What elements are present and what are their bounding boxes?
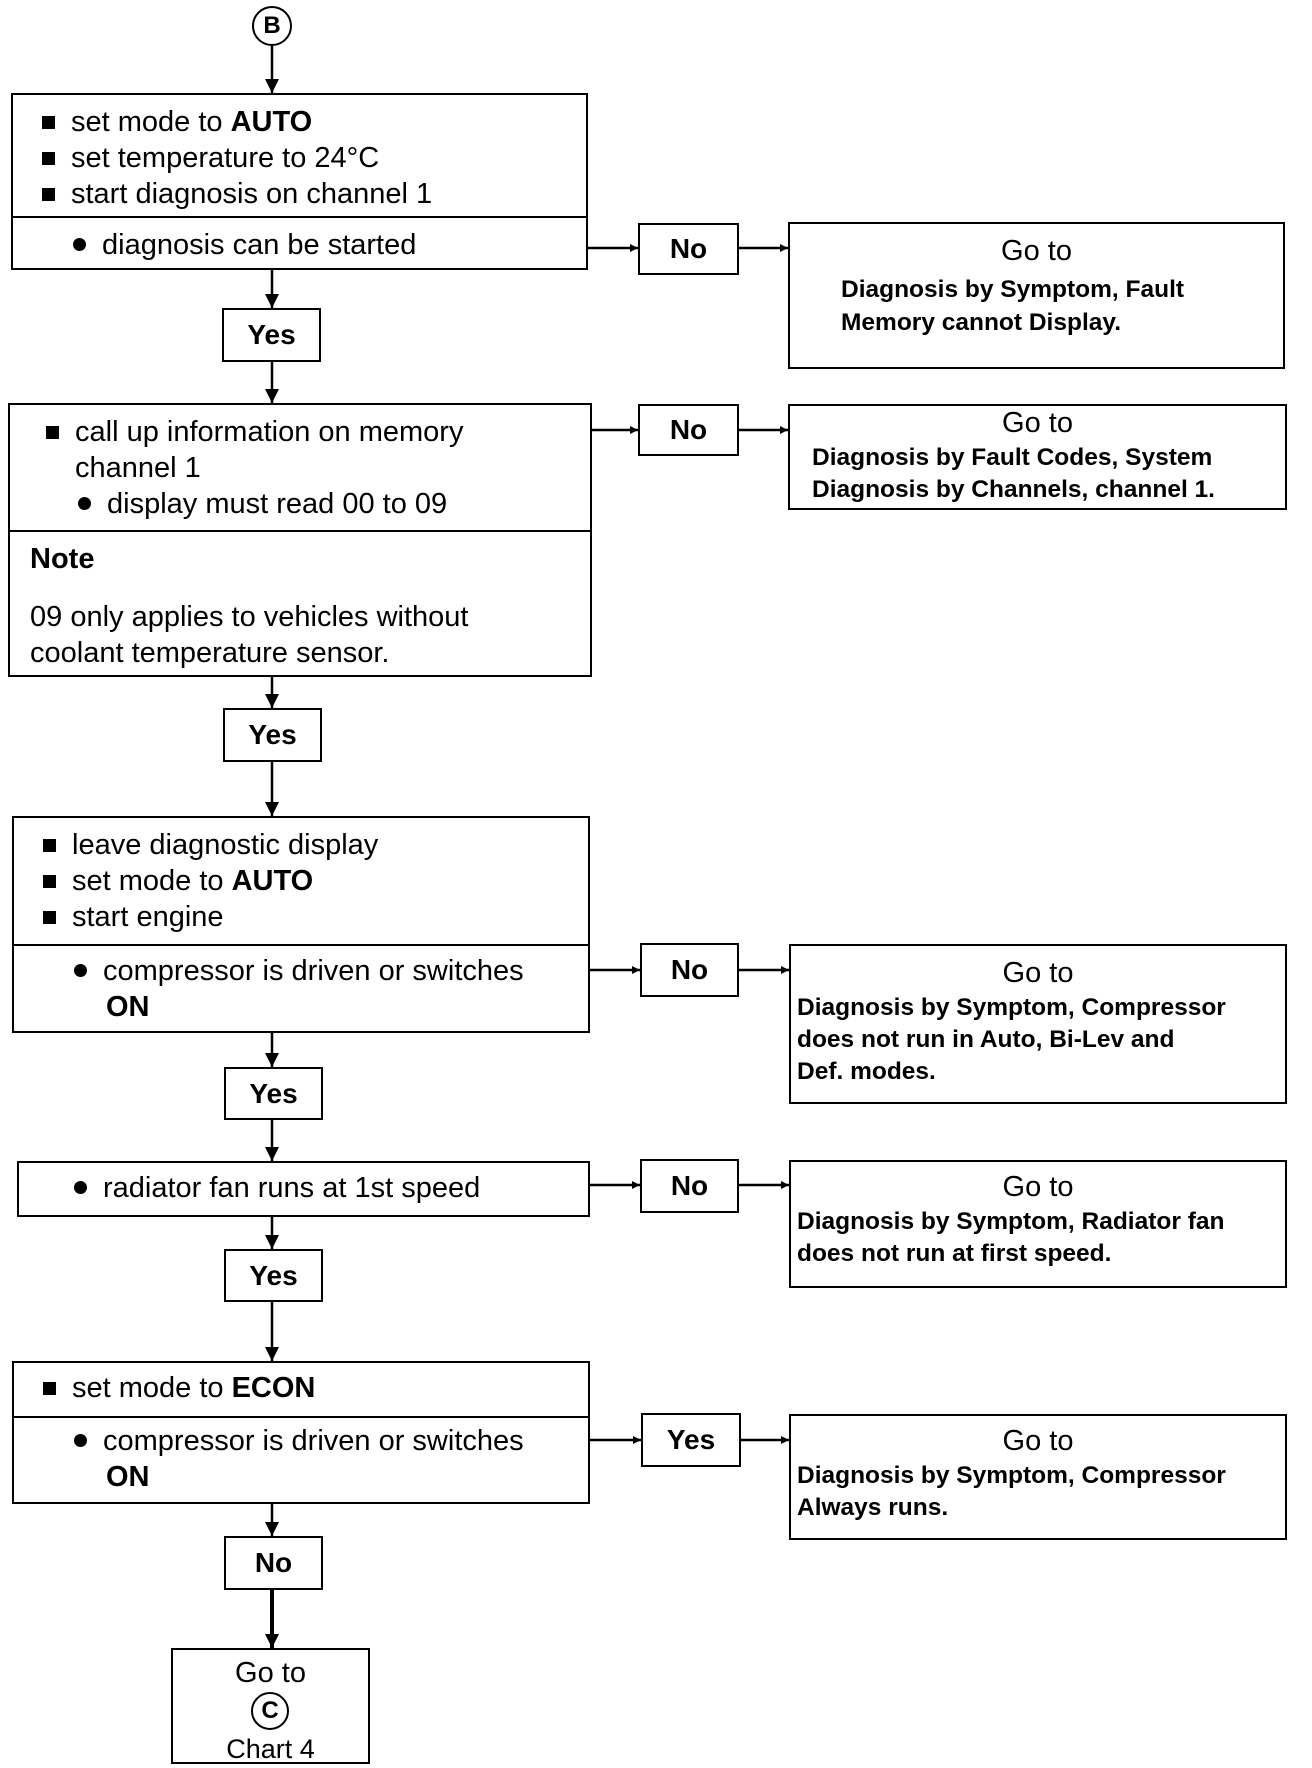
goto3-line1: Diagnosis by Symptom, Compressor <box>797 994 1226 1021</box>
yes-label-2: Yes <box>223 708 322 762</box>
box3-steps: leave diagnostic display set mode to AUT… <box>14 818 588 944</box>
box5-check-line1: compressor is driven or switches <box>74 1424 524 1458</box>
goto2-line2: Diagnosis by Channels, channel 1. <box>812 476 1215 503</box>
round-bullet-icon <box>73 238 86 251</box>
mode-value: AUTO <box>230 106 313 138</box>
mode-value: ECON <box>231 1372 316 1404</box>
square-bullet-icon <box>43 911 56 924</box>
goto-box-3: Go to Diagnosis by Symptom, Compressor d… <box>789 944 1287 1104</box>
box5-check-line2: ON <box>106 1461 150 1493</box>
square-bullet-icon <box>46 426 59 439</box>
square-bullet-icon <box>43 839 56 852</box>
goto5-line2: Always runs. <box>797 1494 949 1521</box>
yes-label-5: Yes <box>641 1413 741 1467</box>
goto-title: Go to <box>1002 407 1073 439</box>
square-bullet-icon <box>42 152 55 165</box>
no-label-2: No <box>638 404 739 456</box>
goto1-line1: Diagnosis by Symptom, Fault <box>841 276 1185 303</box>
round-bullet-icon <box>74 964 87 977</box>
goto2-line1: Diagnosis by Fault Codes, System <box>812 444 1213 471</box>
end-chart-ref: Chart 4 <box>226 1734 315 1764</box>
connector-b: B <box>252 6 292 46</box>
box2-steps: call up information on memory channel 1 … <box>10 405 590 530</box>
step-box-2: call up information on memory channel 1 … <box>8 403 592 677</box>
goto3-line2: does not run in Auto, Bi-Lev and <box>797 1026 1175 1053</box>
box3-step-mode: set mode to AUTO <box>43 864 313 898</box>
box1-step-temperature: set temperature to 24°C <box>42 141 379 175</box>
goto-box-5: Go to Diagnosis by Symptom, Compressor A… <box>789 1414 1287 1540</box>
yes-label-4: Yes <box>224 1249 323 1302</box>
goto-box-2: Go to Diagnosis by Fault Codes, System D… <box>788 404 1287 510</box>
goto4-line1: Diagnosis by Symptom, Radiator fan <box>797 1208 1225 1235</box>
square-bullet-icon <box>43 875 56 888</box>
box1-step-start-diagnosis: start diagnosis on channel 1 <box>42 177 432 211</box>
connector-c-label: C <box>261 1697 279 1724</box>
box2-check-text: display must read 00 to 09 <box>78 487 447 521</box>
goto-title: Go to <box>1001 235 1072 267</box>
no-label-1: No <box>638 223 739 275</box>
goto-title: Go to <box>1002 1425 1074 1457</box>
round-bullet-icon <box>78 497 91 510</box>
round-bullet-icon <box>74 1434 87 1447</box>
end-goto-title: Go to <box>235 1657 306 1689</box>
connector-c: C <box>251 1692 289 1730</box>
note-line-1: 09 only applies to vehicles without <box>30 601 469 633</box>
step-box-1: set mode to AUTO set temperature to 24°C… <box>11 93 588 270</box>
yes-label-1: Yes <box>222 308 321 362</box>
no-label-4: No <box>640 1159 739 1213</box>
box4-check-text: radiator fan runs at 1st speed <box>74 1171 480 1205</box>
round-bullet-icon <box>74 1181 87 1194</box>
box1-steps: set mode to AUTO set temperature to 24°C… <box>13 95 586 216</box>
box3-step-leave: leave diagnostic display <box>43 828 378 862</box>
yes-label-3: Yes <box>224 1067 323 1120</box>
box2-note: Note 09 only applies to vehicles without… <box>10 530 590 675</box>
box2-step-channel: channel 1 <box>75 452 201 484</box>
end-box-chart4: Go to C Chart 4 <box>171 1648 370 1764</box>
no-label-3: No <box>640 943 739 997</box>
goto3-line3: Def. modes. <box>797 1058 936 1085</box>
note-title: Note <box>30 543 95 575</box>
goto4-line2: does not run at first speed. <box>797 1240 1112 1267</box>
box5-check: compressor is driven or switches ON <box>14 1416 588 1502</box>
goto-box-1: Go to Diagnosis by Symptom, Fault Memory… <box>788 222 1285 369</box>
square-bullet-icon <box>42 188 55 201</box>
square-bullet-icon <box>43 1382 56 1395</box>
step-box-3: leave diagnostic display set mode to AUT… <box>12 816 590 1033</box>
square-bullet-icon <box>42 116 55 129</box>
goto5-line1: Diagnosis by Symptom, Compressor <box>797 1462 1226 1489</box>
step-box-5: set mode to ECON compressor is driven or… <box>12 1361 590 1504</box>
step-box-4: radiator fan runs at 1st speed <box>17 1161 590 1217</box>
box1-check: diagnosis can be started <box>13 216 586 268</box>
box3-step-start-engine: start engine <box>43 900 224 934</box>
box3-check-line2: ON <box>106 991 150 1023</box>
box5-step-mode: set mode to ECON <box>43 1371 315 1405</box>
box2-step-call-up: call up information on memory <box>46 415 463 449</box>
goto-title: Go to <box>1002 1171 1074 1203</box>
box3-check: compressor is driven or switches ON <box>14 944 588 1031</box>
goto-box-4: Go to Diagnosis by Symptom, Radiator fan… <box>789 1160 1287 1288</box>
box5-step: set mode to ECON <box>14 1363 588 1416</box>
box1-check-text: diagnosis can be started <box>73 228 416 262</box>
connector-b-label: B <box>263 12 281 39</box>
goto-title: Go to <box>1002 957 1074 989</box>
box1-step-mode: set mode to AUTO <box>42 105 312 139</box>
box3-check-line1: compressor is driven or switches <box>74 954 524 988</box>
goto1-line2: Memory cannot Display. <box>841 309 1122 336</box>
note-line-2: coolant temperature sensor. <box>30 637 390 669</box>
no-label-5: No <box>224 1536 323 1590</box>
mode-value: AUTO <box>231 865 314 897</box>
